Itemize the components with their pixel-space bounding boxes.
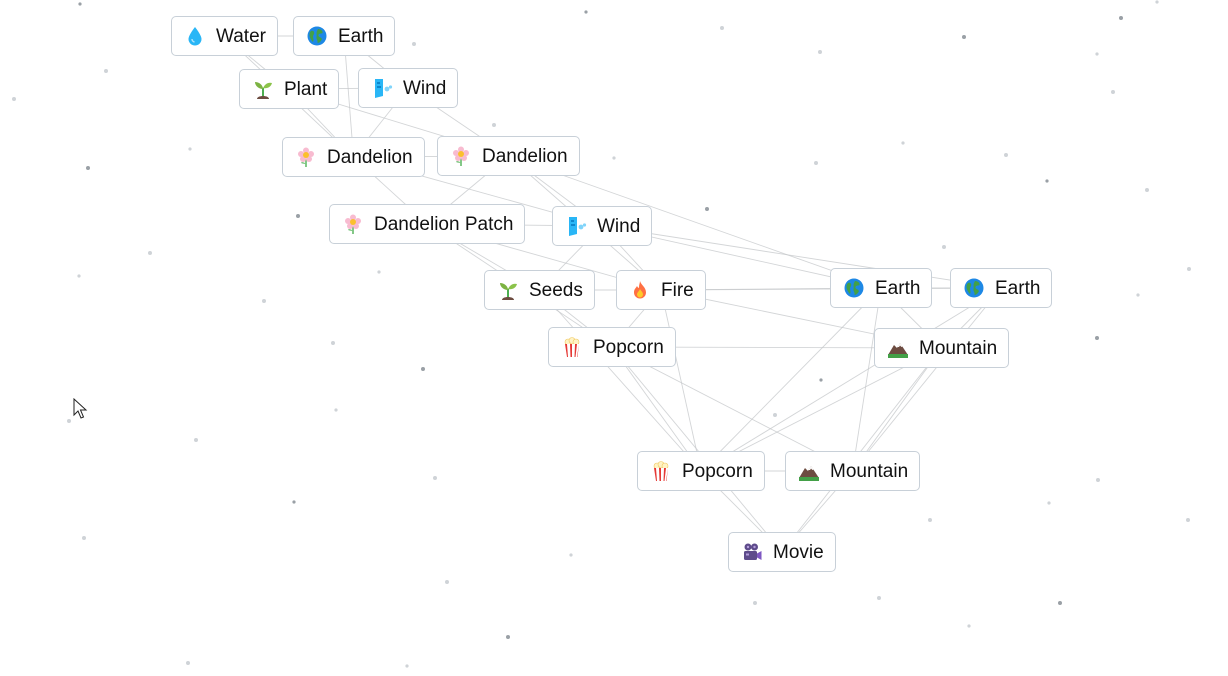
item-popcorn[interactable]: Popcorn [637, 451, 765, 491]
item-earth[interactable]: Earth [830, 268, 933, 308]
wind-face-icon [371, 77, 393, 99]
item-label: Dandelion Patch [374, 213, 514, 235]
item-label: Wind [403, 77, 447, 99]
movie-camera-icon [741, 541, 763, 563]
flower-icon [342, 213, 364, 235]
item-label: Plant [284, 78, 328, 100]
item-wind[interactable]: Wind [358, 68, 459, 108]
seedling-icon [252, 78, 274, 100]
item-mountain[interactable]: Mountain [874, 328, 1010, 368]
item-label: Water [216, 25, 266, 47]
popcorn-icon [650, 460, 672, 482]
seedling-icon [497, 279, 519, 301]
droplet-icon [184, 25, 206, 47]
item-label: Earth [875, 277, 921, 299]
item-label: Dandelion [327, 146, 413, 168]
item-dandelion[interactable]: Dandelion [282, 137, 425, 177]
item-label: Fire [661, 279, 694, 301]
item-water[interactable]: Water [171, 16, 278, 56]
mountain-icon [798, 460, 820, 482]
item-mountain[interactable]: Mountain [785, 451, 921, 491]
item-label: Popcorn [682, 460, 753, 482]
popcorn-icon [561, 336, 583, 358]
item-label: Seeds [529, 279, 583, 301]
item-dandelion-patch[interactable]: Dandelion Patch [329, 204, 526, 244]
globe-icon [843, 277, 865, 299]
item-label: Movie [773, 541, 824, 563]
item-label: Wind [597, 215, 641, 237]
flower-icon [295, 146, 317, 168]
item-label: Mountain [830, 460, 909, 482]
item-movie[interactable]: Movie [728, 532, 836, 572]
flower-icon [450, 145, 472, 167]
item-plant[interactable]: Plant [239, 69, 340, 109]
item-popcorn[interactable]: Popcorn [548, 327, 676, 367]
item-earth[interactable]: Earth [293, 16, 396, 56]
item-seeds[interactable]: Seeds [484, 270, 595, 310]
item-dandelion[interactable]: Dandelion [437, 136, 580, 176]
item-earth[interactable]: Earth [950, 268, 1053, 308]
item-fire[interactable]: Fire [616, 270, 706, 310]
item-wind[interactable]: Wind [552, 206, 653, 246]
globe-icon [306, 25, 328, 47]
fire-icon [629, 279, 651, 301]
item-label: Popcorn [593, 336, 664, 358]
globe-icon [963, 277, 985, 299]
mountain-icon [887, 337, 909, 359]
item-label: Earth [995, 277, 1041, 299]
item-label: Dandelion [482, 145, 568, 167]
item-label: Mountain [919, 337, 998, 359]
item-label: Earth [338, 25, 384, 47]
mouse-cursor-icon [73, 398, 88, 419]
wind-face-icon [565, 215, 587, 237]
